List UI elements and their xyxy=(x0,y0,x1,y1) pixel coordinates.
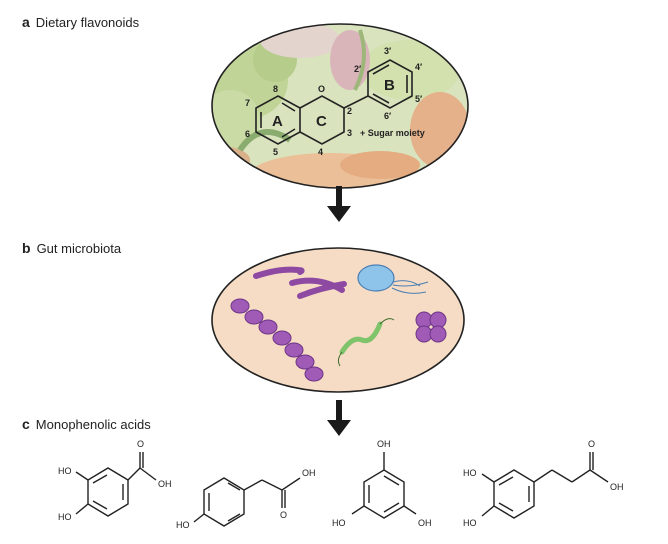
panel-a-letter: a xyxy=(22,14,30,30)
acid2-acid-oh: OH xyxy=(302,468,316,478)
spirillum-flagella-icon xyxy=(337,318,395,367)
acid1-carbonyl-o: O xyxy=(137,439,144,449)
sugar-moiety-label: + Sugar moiety xyxy=(360,128,425,138)
panel-a-title: Dietary flavonoids xyxy=(35,15,140,30)
acid2-carbonyl-o: O xyxy=(280,510,287,520)
rod-bacterium-icon xyxy=(253,266,305,279)
acid1-ho-lower: HO xyxy=(58,512,72,522)
pos-5prime: 5′ xyxy=(415,94,422,104)
panel-a-label: a Dietary flavonoids xyxy=(22,14,139,30)
rod-bacterium-icon xyxy=(289,277,347,299)
pos-7: 7 xyxy=(245,98,250,108)
panel-b-title: Gut microbiota xyxy=(36,241,122,256)
pos-6prime: 6′ xyxy=(384,111,391,121)
arrow-down-icon xyxy=(327,400,351,436)
pos-o: O xyxy=(318,84,325,94)
acid3-oh-right: OH xyxy=(418,518,432,528)
pos-2prime: 2′ xyxy=(354,64,361,74)
hydroxyphenylacetic-acid-structure: OH O HO xyxy=(176,468,316,530)
acid3-oh-top: OH xyxy=(377,439,391,449)
acid4-ho-upper: HO xyxy=(463,468,477,478)
protocatechuic-acid-structure: O OH HO HO xyxy=(58,439,172,522)
ring-a-label: A xyxy=(272,113,283,130)
arrow-down-icon xyxy=(327,186,351,222)
pos-3: 3 xyxy=(347,128,352,138)
panel-c-letter: c xyxy=(22,416,30,432)
pos-2: 2 xyxy=(347,106,352,116)
cocci-cluster-icon xyxy=(415,311,447,343)
pos-4prime: 4′ xyxy=(415,62,422,72)
flavonoid-labels: A C B 8 7 6 5 4 3 2 O 2′ 3′ 4′ 5′ 6′ + S… xyxy=(245,46,425,157)
pos-6: 6 xyxy=(245,129,250,139)
dihydroxyphenylpropionic-acid-structure: O OH HO HO xyxy=(463,439,624,528)
spirillum-bacterium-icon xyxy=(339,321,383,355)
microbes xyxy=(230,264,447,382)
acid1-acid-oh: OH xyxy=(158,479,172,489)
flagella-icon xyxy=(391,280,429,294)
acid4-ho-lower: HO xyxy=(463,518,477,528)
gut-ellipse xyxy=(211,247,465,393)
pos-8: 8 xyxy=(273,84,278,94)
pos-3prime: 3′ xyxy=(384,46,391,56)
acid2-ho: HO xyxy=(176,520,190,530)
pos-5: 5 xyxy=(273,147,278,157)
ring-b-label: B xyxy=(384,77,395,94)
acid4-acid-oh: OH xyxy=(610,482,624,492)
panel-b-label: b Gut microbiota xyxy=(22,240,121,256)
ring-c-label: C xyxy=(316,113,327,130)
acid3-ho-left: HO xyxy=(332,518,346,528)
phloroglucinol-structure: OH HO OH xyxy=(332,439,432,528)
panel-c-title: Monophenolic acids xyxy=(35,417,151,432)
vegetable-ellipse xyxy=(211,23,469,189)
panel-c-label: c Monophenolic acids xyxy=(22,416,151,432)
flagellated-bacterium-icon xyxy=(357,264,395,292)
panel-b-letter: b xyxy=(22,240,31,256)
acid4-carbonyl-o: O xyxy=(588,439,595,449)
streptococcus-chain-icon xyxy=(230,298,324,382)
pos-4: 4 xyxy=(318,147,323,157)
flavonoid-structure xyxy=(255,59,413,145)
acid1-ho-upper: HO xyxy=(58,466,72,476)
